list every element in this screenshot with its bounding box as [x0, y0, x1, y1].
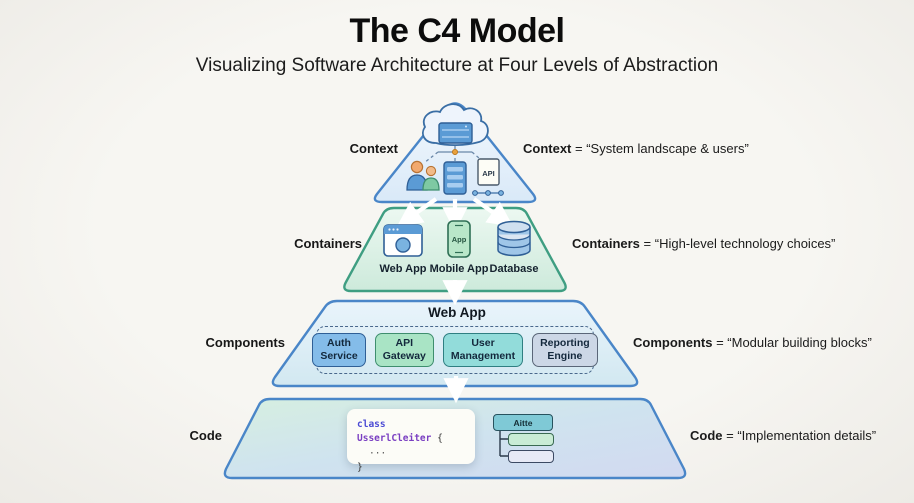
annotation-code: Code = “Implementation details”	[690, 428, 876, 443]
code-body: ···	[369, 447, 387, 459]
server-stack-icon	[443, 161, 467, 195]
annotation-context: Context = “System landscape & users”	[523, 141, 749, 156]
annotation-code-text: = “Implementation details”	[726, 428, 877, 443]
browser-icon	[383, 224, 423, 257]
level-label-containers: Containers	[294, 236, 362, 251]
page-title: The C4 Model	[349, 12, 565, 50]
api-doc-icon: API	[477, 158, 500, 186]
phone-icon: App	[447, 220, 471, 258]
phone-screen-label: App	[452, 235, 467, 244]
components-container-title: Web App	[428, 305, 486, 320]
nodes-icon	[472, 190, 504, 196]
code-close-brace: }	[357, 461, 363, 473]
annotation-code-term: Code	[690, 428, 723, 443]
code-open-brace: {	[437, 433, 443, 445]
level-label-code: Code	[189, 428, 223, 443]
component-auth-service: Auth Service	[312, 333, 366, 367]
level-label-context: Context	[349, 141, 398, 156]
code-snippet-card: class UsserlCleiter { ··· }	[347, 409, 475, 473]
component-api-gateway: API Gateway	[374, 333, 434, 367]
annotation-containers: Containers = “High-level technology choi…	[572, 236, 835, 251]
junction-dot	[451, 148, 458, 155]
annotation-containers-text: = “High-level technology choices”	[643, 236, 836, 251]
api-doc-label: API	[482, 169, 495, 178]
uml-child-box-2	[508, 450, 554, 463]
annotation-components-term: Components	[633, 335, 713, 350]
annotation-components-text: = “Modular building blocks”	[716, 335, 872, 350]
header: The C4 Model Visualizing Software Archit…	[0, 12, 914, 77]
code-class-name: UsserlCleiter	[357, 433, 432, 445]
page-subtitle: Visualizing Software Architecture at Fou…	[195, 55, 719, 76]
component-reporting-engine: Reporting Engine	[532, 333, 598, 367]
uml-parent-box: Aitte	[493, 414, 553, 431]
caption-web-app: Web App	[379, 263, 427, 275]
caption-mobile-app: Mobile App	[429, 263, 489, 275]
annotation-context-text: = “System landscape & users”	[575, 141, 749, 156]
annotation-components: Components = “Modular building blocks”	[633, 335, 872, 350]
annotation-context-term: Context	[523, 141, 572, 156]
cloud-server-icon	[422, 103, 489, 147]
level-label-components: Components	[205, 335, 285, 350]
code-keyword: class	[357, 419, 386, 430]
annotation-containers-term: Containers	[572, 236, 640, 251]
users-icon	[406, 160, 440, 191]
uml-connector	[499, 431, 508, 457]
database-icon	[497, 220, 531, 257]
components-group: Auth Service API Gateway User Management…	[312, 326, 598, 374]
component-user-management: User Management	[442, 333, 524, 367]
uml-child-box-1	[508, 433, 554, 446]
caption-database: Database	[489, 263, 539, 275]
